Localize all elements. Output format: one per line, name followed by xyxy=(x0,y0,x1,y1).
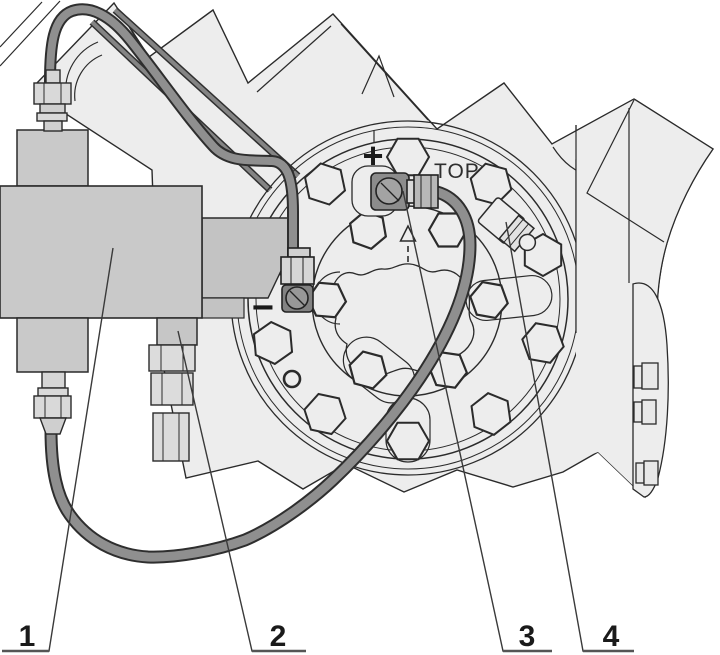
minus-port-elbow-fitting xyxy=(280,247,315,313)
casting-profile xyxy=(331,263,475,377)
flange-bolt xyxy=(386,421,430,461)
callout-2-label: 2 xyxy=(270,620,287,653)
callout-1: 1 xyxy=(2,247,114,653)
callouts: 1 2 3 4 xyxy=(2,190,634,653)
mounting-flange xyxy=(245,137,572,463)
housing-right-plates xyxy=(551,98,714,498)
callout-3: 3 xyxy=(402,190,552,653)
valve-block-assembly xyxy=(0,129,291,462)
callout-2: 2 xyxy=(177,330,306,653)
lower-port-fittings xyxy=(148,344,196,462)
fittings xyxy=(33,69,439,435)
block-top-fitting xyxy=(33,69,72,132)
minus-marking: − xyxy=(252,287,274,329)
block-bottom-fitting xyxy=(33,371,72,435)
flange-markings: + − TOP xyxy=(252,135,480,329)
hose-upper xyxy=(44,3,299,266)
valve-bottom-section xyxy=(16,317,89,373)
top-port-elbow-fitting xyxy=(370,172,439,211)
top-marking: TOP xyxy=(434,160,480,183)
flange-pin-hole xyxy=(282,369,302,389)
callout-3-label: 3 xyxy=(519,620,536,653)
callout-4-label: 4 xyxy=(603,620,620,653)
valve-top-section xyxy=(16,129,89,187)
callout-4: 4 xyxy=(505,221,634,653)
valve-main-body xyxy=(0,185,203,319)
callout-1-label: 1 xyxy=(19,620,36,653)
right-end-plate xyxy=(632,282,669,498)
hose-lower xyxy=(44,185,477,564)
flange-bolt xyxy=(386,137,430,177)
angled-plug-assembly xyxy=(477,197,537,253)
plus-marking: + xyxy=(362,135,383,176)
right-plate-bolts xyxy=(633,362,659,486)
orifice-block xyxy=(156,317,198,346)
hoses xyxy=(44,3,477,564)
